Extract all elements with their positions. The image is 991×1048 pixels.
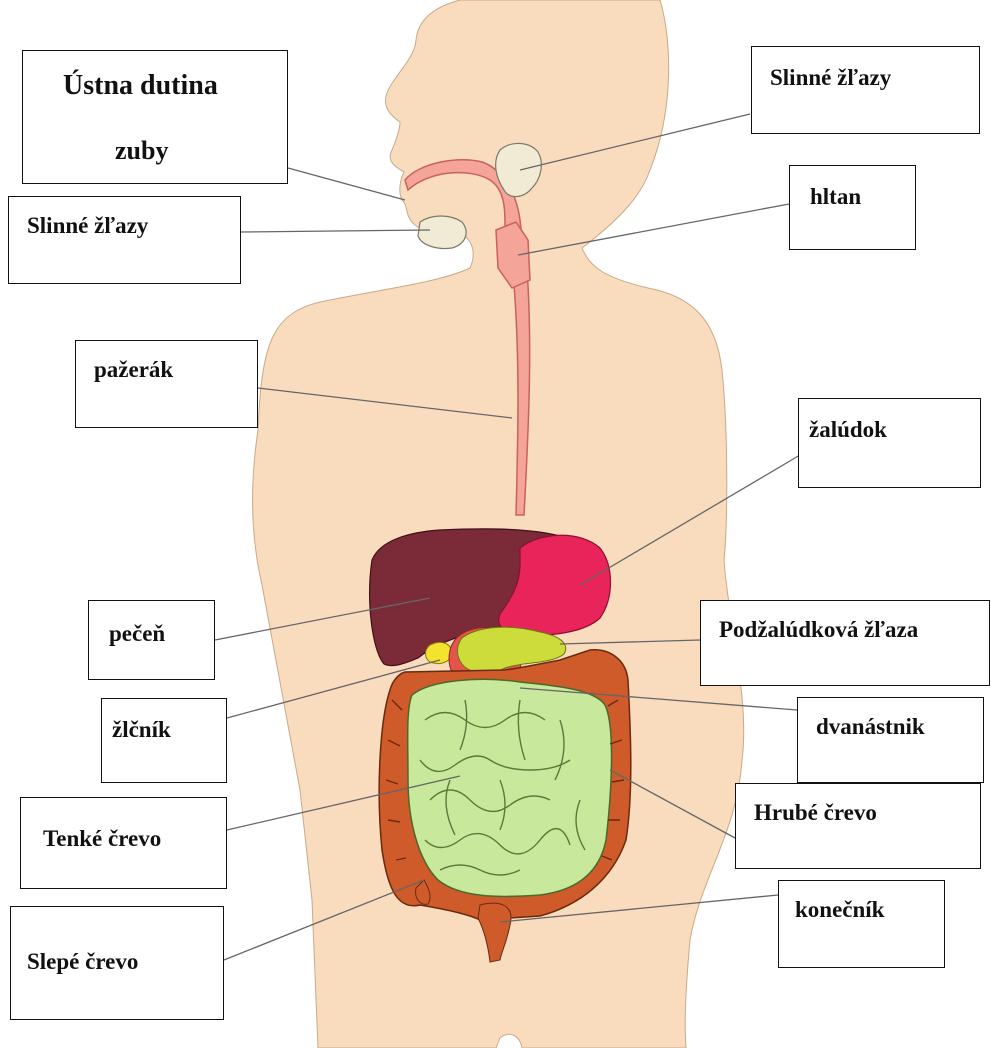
- label-esophagus: pažerák: [75, 340, 258, 428]
- submandibular-gland-shape: [418, 216, 466, 249]
- label-pancreas: Podžalúdková žľaza: [700, 600, 990, 686]
- label-teeth: zuby: [115, 137, 168, 166]
- label-duodenum: dvanástnik: [797, 697, 984, 783]
- label-salivary-glands-left: Slinné žľazy: [8, 196, 241, 284]
- leader-line: [288, 168, 405, 200]
- label-rectum: konečník: [778, 880, 945, 968]
- label-salivary-glands-top: Slinné žľazy: [751, 46, 980, 134]
- leader-line: [241, 230, 430, 232]
- small-intestine-shape: [408, 679, 612, 896]
- label-gallbladder: žlčník: [101, 698, 227, 783]
- label-pharynx: hltan: [789, 165, 916, 250]
- label-stomach: žalúdok: [798, 398, 981, 488]
- label-mouth: Ústna dutina: [63, 71, 218, 102]
- label-appendix: Slepé črevo: [10, 906, 224, 1020]
- label-small-intestine: Tenké črevo: [20, 797, 227, 889]
- label-mouth-teeth: Ústna dutina zuby: [22, 50, 288, 184]
- label-liver: pečeň: [88, 600, 215, 680]
- label-large-intestine: Hrubé črevo: [735, 783, 981, 869]
